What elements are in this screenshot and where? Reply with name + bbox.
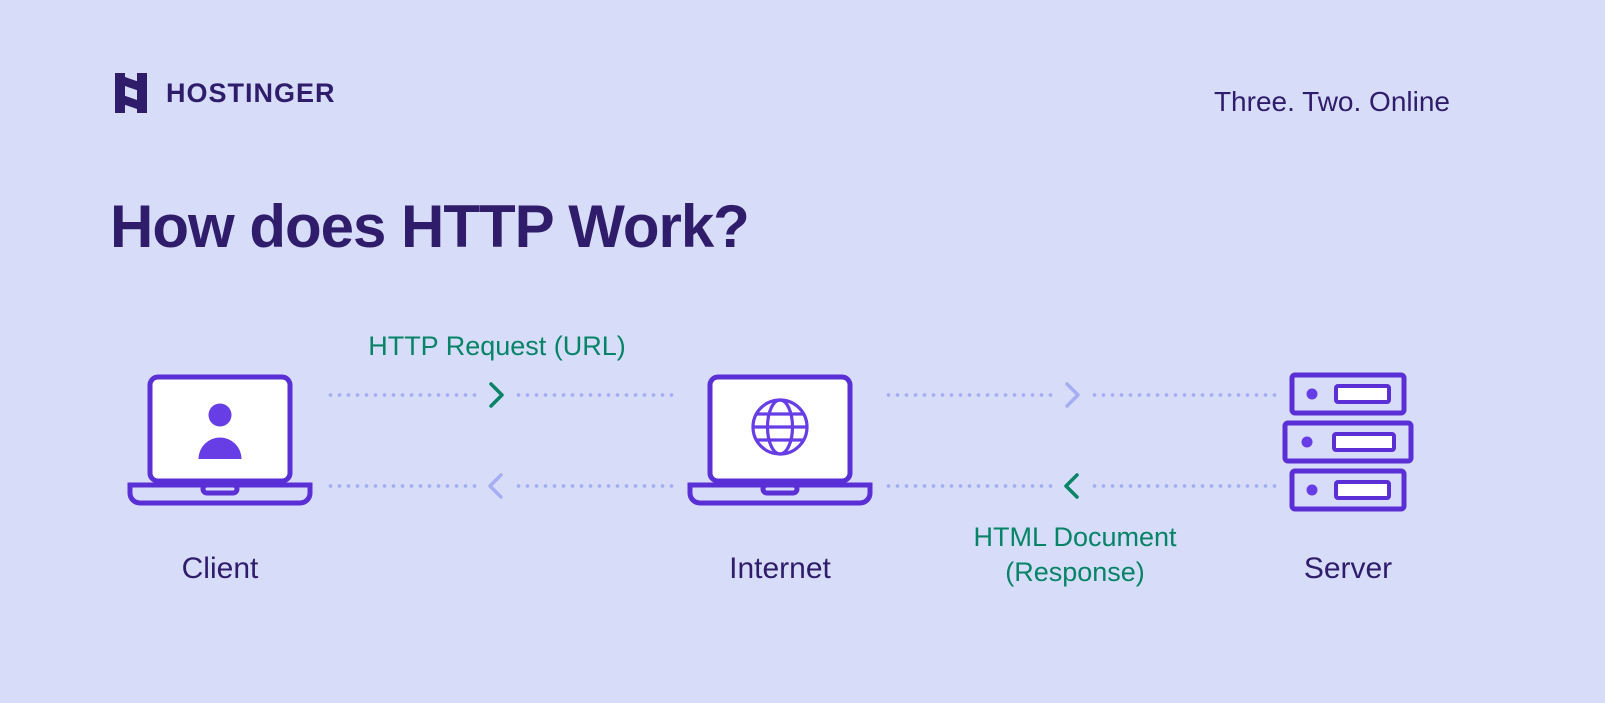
internet-laptop-icon <box>687 374 873 506</box>
http-request-label: HTTP Request (URL) <box>368 331 626 361</box>
dotted-line-response-3 <box>884 484 1056 488</box>
page-title: How does HTTP Work? <box>110 193 750 260</box>
client-node <box>120 374 320 519</box>
internet-label: Internet <box>729 552 831 585</box>
hostinger-logo-icon <box>112 72 150 114</box>
dotted-line-request-4 <box>1090 393 1278 397</box>
brand-name: HOSTINGER <box>166 77 336 108</box>
laptop-notch <box>200 482 240 496</box>
html-response-label: HTML Document (Response) <box>908 520 1242 590</box>
brand-header: HOSTINGER <box>112 72 336 114</box>
server-slots <box>1332 384 1396 500</box>
server-led <box>1306 388 1318 400</box>
dotted-line-request-3 <box>884 393 1056 397</box>
server-icon <box>1282 372 1414 512</box>
laptop-notch <box>760 482 800 496</box>
html-response-line2: (Response) <box>1005 557 1145 587</box>
server-node <box>1282 372 1414 517</box>
chevron-right-icon <box>1065 382 1080 408</box>
dotted-line-response-2 <box>514 484 678 488</box>
chevron-left-icon <box>1064 473 1079 499</box>
html-response-line1: HTML Document <box>973 522 1177 552</box>
chevron-left-icon <box>488 473 503 499</box>
internet-node <box>680 374 880 519</box>
dotted-line-request-2 <box>514 393 678 397</box>
globe-icon <box>751 398 809 456</box>
dotted-line-request-1 <box>326 393 478 397</box>
chevron-right-icon <box>489 382 504 408</box>
server-led <box>1301 436 1313 448</box>
client-laptop-icon <box>127 374 313 506</box>
server-led <box>1306 484 1318 496</box>
dotted-line-response-1 <box>326 484 478 488</box>
server-label: Server <box>1303 552 1393 585</box>
dotted-line-response-4 <box>1090 484 1278 488</box>
brand-tagline: Three. Two. Online <box>1213 86 1450 117</box>
person-icon <box>198 403 242 459</box>
client-label: Client <box>181 552 259 585</box>
